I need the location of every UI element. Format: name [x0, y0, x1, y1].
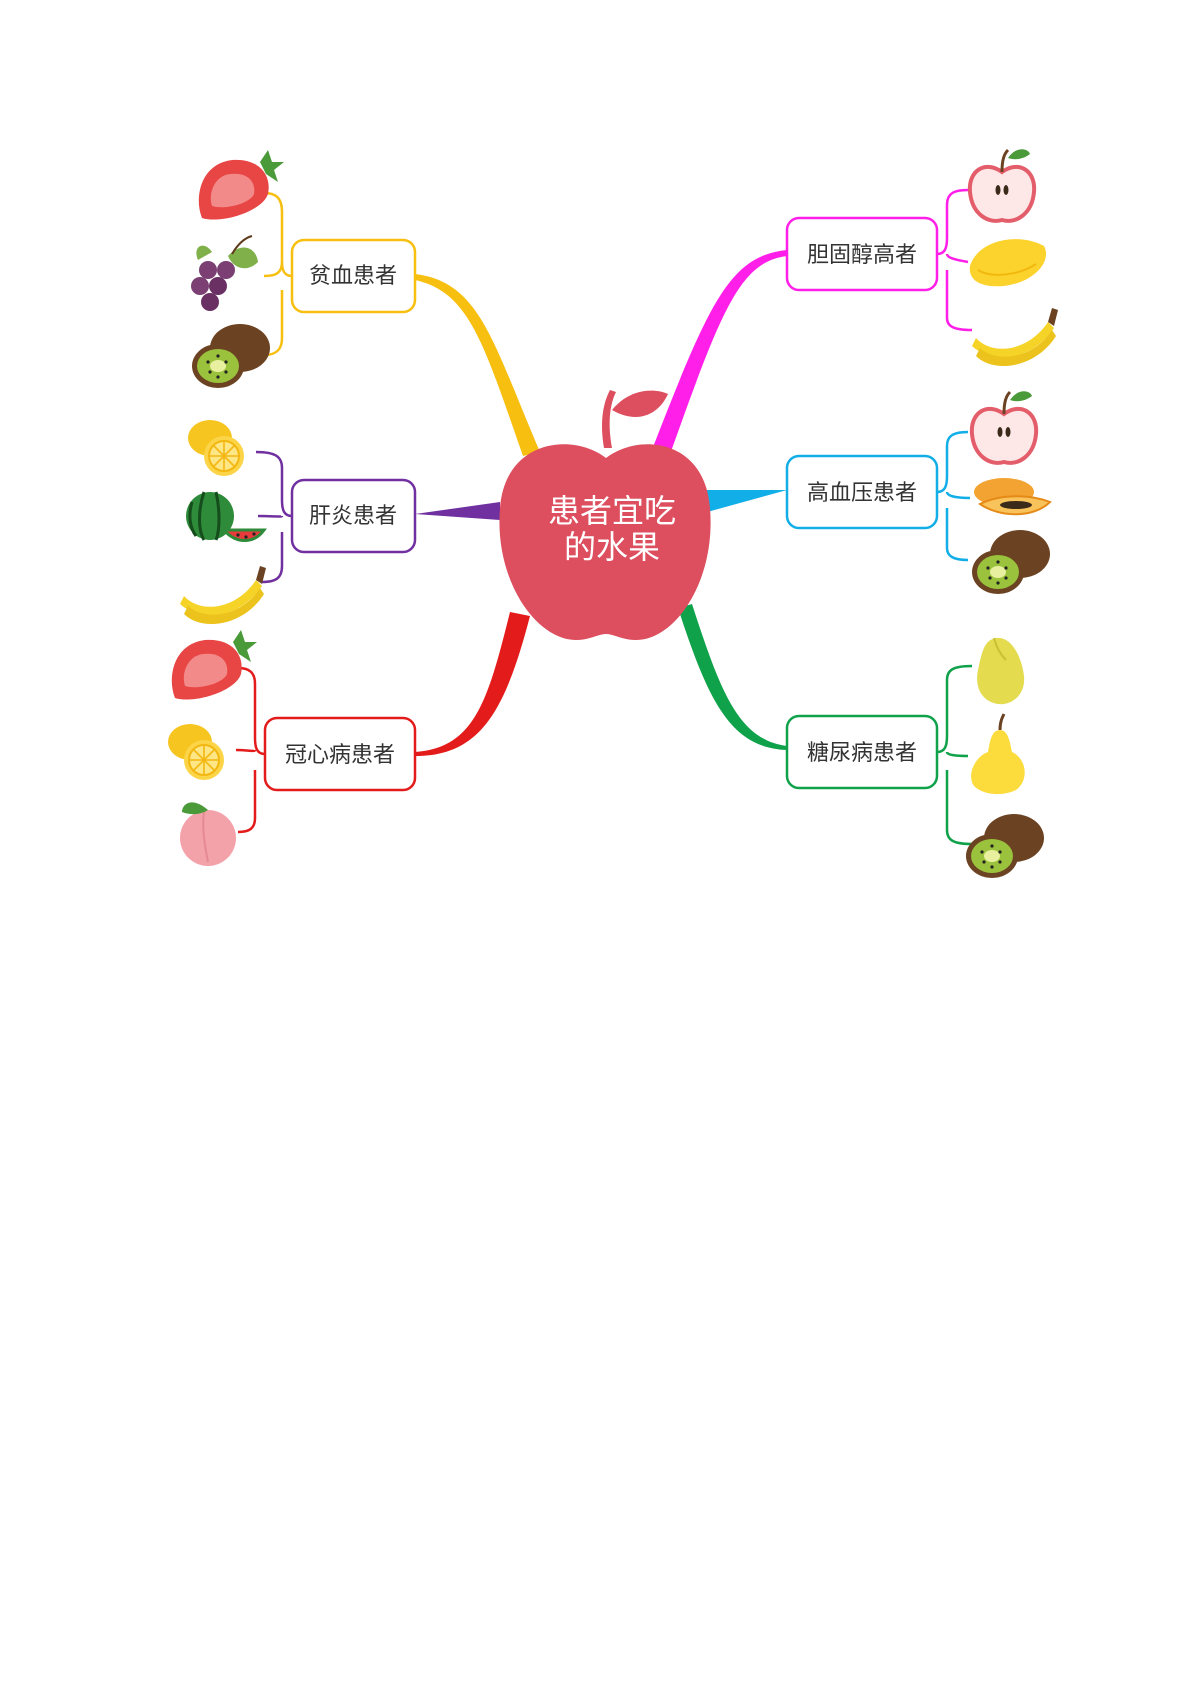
branch-4: 高血压患者 [785, 430, 971, 562]
fruit-links [235, 666, 266, 834]
orange-icon [167, 723, 225, 781]
center-apple: 患者宜吃 的水果 [499, 390, 711, 640]
branch-label: 高血压患者 [807, 481, 917, 506]
kiwi-icon [966, 814, 1044, 878]
strawberry-icon [171, 630, 257, 700]
fruit-links [255, 450, 293, 584]
branch-label: 冠心病患者 [285, 743, 395, 768]
guava-icon [976, 636, 1026, 706]
branch-label: 糖尿病患者 [807, 741, 917, 766]
mango-icon [968, 238, 1048, 288]
banana-icon [972, 308, 1058, 367]
connector-branch-0 [415, 274, 540, 456]
connector-branch-4 [700, 490, 787, 514]
apple-icon [967, 147, 1037, 223]
banana-icon [180, 566, 266, 625]
fruit-links [936, 188, 973, 332]
connector-branch-1 [415, 502, 500, 520]
branch-3: 胆固醇高者 [785, 188, 973, 332]
apple-leaf [612, 390, 668, 417]
fruit-links [936, 430, 971, 562]
fruit-links [263, 191, 293, 357]
center-title-line2: 的水果 [564, 528, 660, 566]
apple-icon [969, 389, 1039, 465]
branch-2: 冠心病患者 [235, 666, 417, 834]
center-title-line1: 患者宜吃 [548, 492, 676, 530]
branch-1: 肝炎患者 [255, 450, 417, 584]
kiwi-icon [192, 324, 270, 388]
branch-label: 胆固醇高者 [807, 243, 917, 268]
branch-label: 肝炎患者 [309, 504, 397, 529]
connector-branch-3 [650, 250, 787, 460]
orange-icon [187, 419, 245, 477]
branch-label: 贫血患者 [309, 264, 397, 289]
strawberry-icon [198, 150, 284, 220]
branch-0: 贫血患者 [263, 191, 417, 357]
grape-icon [190, 235, 259, 312]
peach-icon [179, 801, 237, 867]
pear-icon [969, 712, 1027, 796]
watermelon-icon [184, 490, 266, 542]
connector-branch-5 [678, 604, 787, 750]
branch-5: 糖尿病患者 [785, 664, 973, 846]
connector-branch-2 [415, 612, 530, 756]
kiwi-icon [972, 530, 1050, 594]
papaya-icon [973, 477, 1051, 516]
apple-body [499, 444, 711, 640]
apple-stem [602, 390, 616, 448]
fruit-links [936, 664, 973, 846]
